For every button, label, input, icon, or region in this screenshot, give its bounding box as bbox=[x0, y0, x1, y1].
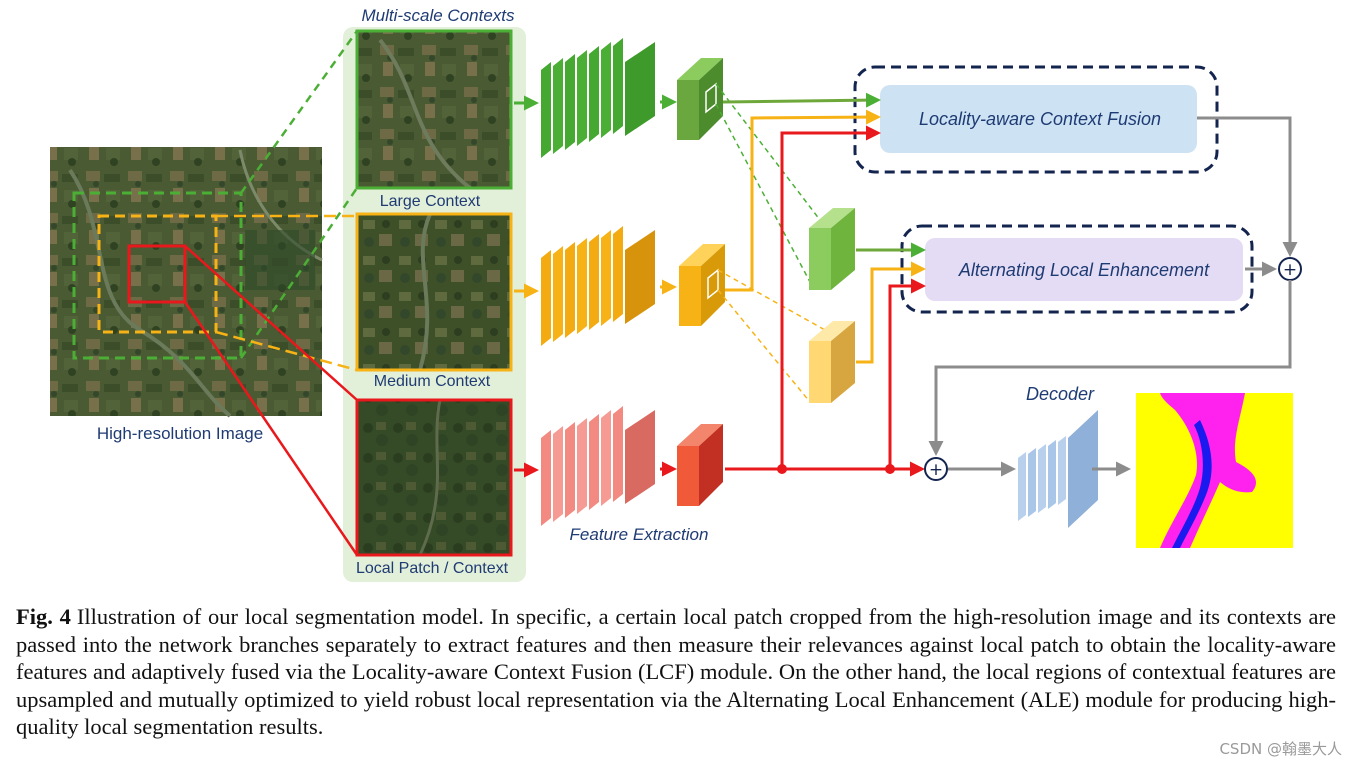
large-context-region bbox=[72, 191, 243, 360]
lcf-label: Locality-aware Context Fusion bbox=[919, 109, 1161, 129]
ale-module bbox=[925, 238, 1243, 301]
medium-feature-cube bbox=[679, 244, 725, 326]
large-encoder-stack bbox=[541, 38, 655, 158]
large-context-label: Large Context bbox=[380, 193, 481, 210]
architecture-diagram: Multi-scale Contexts High-resolution Ima… bbox=[50, 6, 1302, 582]
multi-scale-title: Multi-scale Contexts bbox=[361, 6, 515, 25]
hr-image-label: High-resolution Image bbox=[97, 424, 263, 443]
local-patch-image bbox=[355, 398, 513, 557]
svg-text:+: + bbox=[1283, 260, 1297, 280]
large-context-image bbox=[355, 29, 513, 190]
caption-text: Illustration of our local segmentation m… bbox=[16, 604, 1337, 739]
decoder-stack bbox=[1018, 410, 1098, 528]
segmentation-output bbox=[1136, 393, 1293, 548]
feature-extraction-label: Feature Extraction bbox=[570, 525, 709, 544]
sum-node-top: + bbox=[1278, 257, 1302, 281]
junction-dot-2 bbox=[885, 464, 895, 474]
decoder-label: Decoder bbox=[1026, 384, 1095, 404]
local-encoder-stack bbox=[541, 406, 655, 526]
watermark: CSDN @翰墨大人 bbox=[1217, 738, 1344, 759]
medium-context-region bbox=[97, 214, 218, 334]
junction-dot-1 bbox=[777, 464, 787, 474]
local-patch-label: Local Patch / Context bbox=[356, 560, 509, 577]
ale-label: Alternating Local Enhancement bbox=[958, 260, 1210, 280]
local-patch-region bbox=[127, 244, 187, 304]
local-feature-cube bbox=[677, 424, 723, 506]
upsampled-large-feature bbox=[809, 208, 855, 290]
sum-node-bottom: + bbox=[924, 457, 948, 481]
medium-context-label: Medium Context bbox=[374, 373, 491, 390]
medium-context-image bbox=[355, 212, 513, 372]
svg-text:+: + bbox=[929, 460, 943, 480]
caption-label: Fig. 4 bbox=[16, 604, 71, 629]
large-feature-cube bbox=[677, 58, 723, 140]
lcf-module bbox=[880, 85, 1197, 153]
medium-encoder-stack bbox=[541, 226, 655, 346]
upsampled-medium-feature bbox=[809, 321, 855, 403]
